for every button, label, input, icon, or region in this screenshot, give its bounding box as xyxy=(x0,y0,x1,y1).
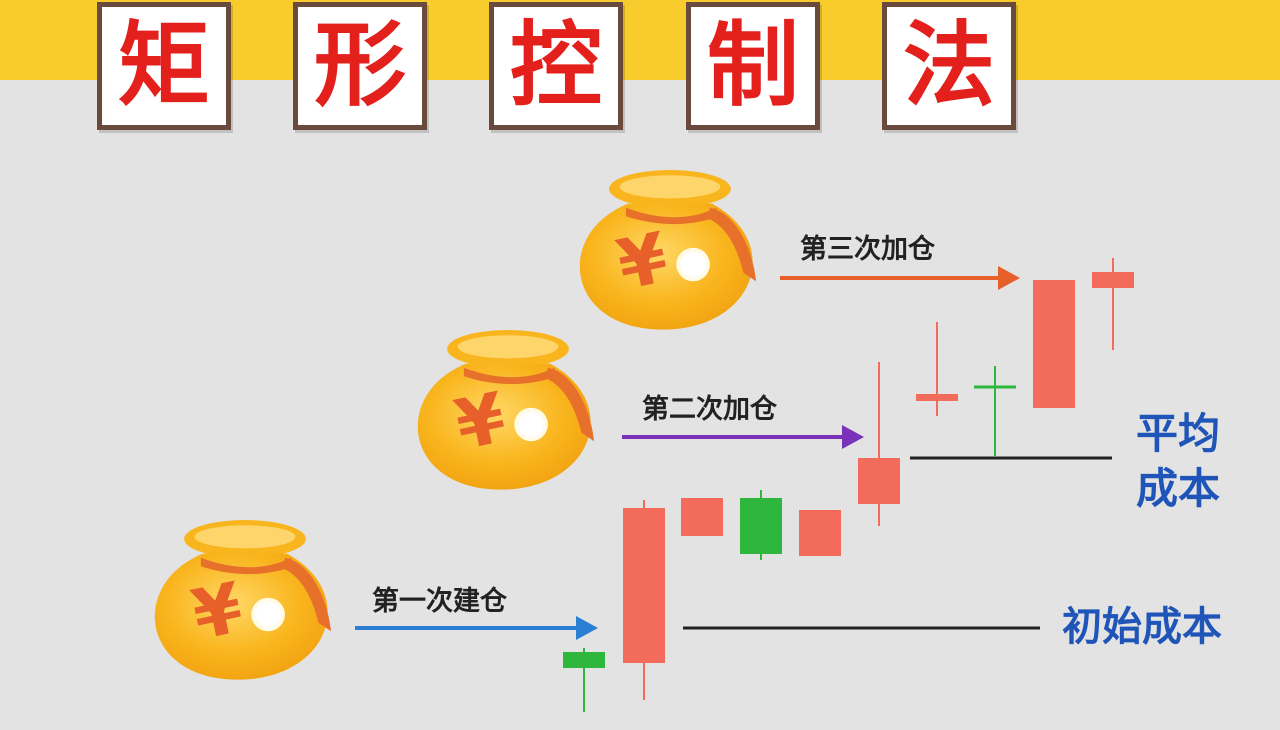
candle-9-body xyxy=(1033,280,1075,408)
candle-4-body xyxy=(740,498,782,554)
title-char-tile-5: 法 xyxy=(882,2,1016,130)
candle-7-body xyxy=(916,394,958,401)
title-char-tile-3: 控 xyxy=(489,2,623,130)
candle-6-body xyxy=(858,458,900,504)
second-add-arrowhead-icon xyxy=(842,425,864,449)
candle-10-body xyxy=(1092,272,1134,288)
title-char-tile-4: 制 xyxy=(686,2,820,130)
candlestick-group xyxy=(563,258,1134,712)
first-entry-arrowhead-icon xyxy=(576,616,598,640)
money-bag-icon-medium: ¥ xyxy=(417,330,595,490)
title-row: 矩 形 控 制 法 xyxy=(0,0,1280,140)
candle-1-body xyxy=(563,652,605,668)
first-entry-label: 第一次建仓 xyxy=(372,585,508,617)
average-cost-label-line2: 成本 xyxy=(1136,464,1220,513)
candle-2-body xyxy=(623,508,665,663)
money-bag-icon-small: ¥ xyxy=(154,520,332,680)
title-char-tile-1: 矩 xyxy=(97,2,231,130)
money-bag-icon-large: ¥ xyxy=(579,170,757,330)
title-char-tile-2: 形 xyxy=(293,2,427,130)
third-add-label: 第三次加仓 xyxy=(800,233,936,265)
second-add-label: 第二次加仓 xyxy=(642,393,778,425)
third-add-arrowhead-icon xyxy=(998,266,1020,290)
initial-cost-label: 初始成本 xyxy=(1062,604,1222,650)
candle-5-body xyxy=(799,510,841,556)
candle-3-body xyxy=(681,498,723,536)
average-cost-label-line1: 平均 xyxy=(1136,409,1220,458)
